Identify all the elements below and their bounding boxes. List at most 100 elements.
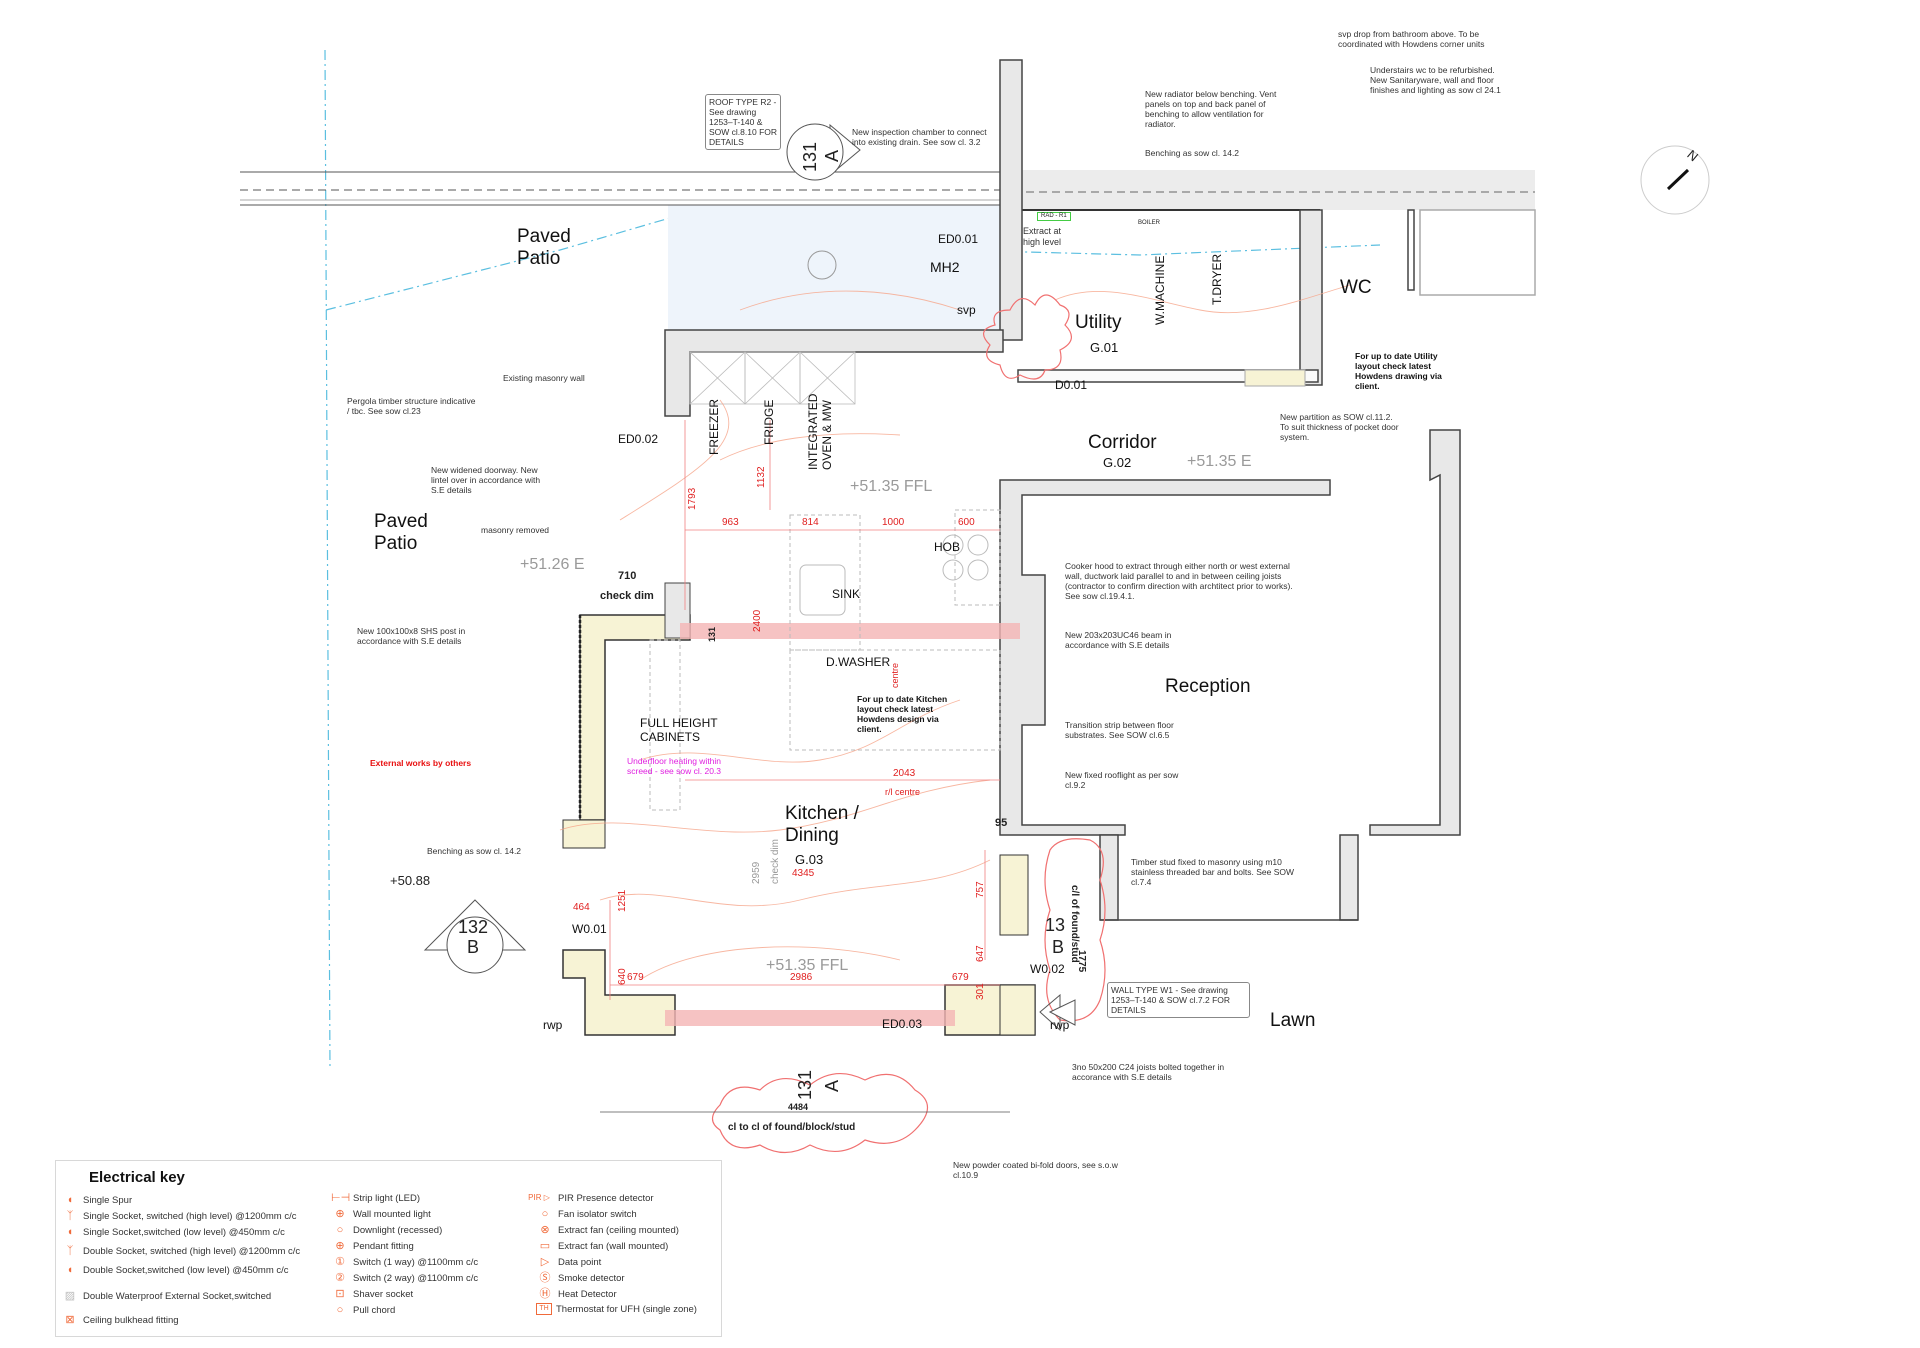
dim-131: 131	[707, 626, 717, 642]
revision-clouds	[711, 294, 1106, 1154]
label-fridge: FRIDGE	[762, 399, 776, 445]
note-ufh: Underfloor heating within screed - see s…	[627, 756, 722, 777]
legend-item: ▭ Extract fan (wall mounted)	[536, 1239, 669, 1253]
dim-2986: 2986	[790, 972, 813, 983]
section-left-number: 132	[458, 917, 489, 937]
thermostat-icon: TH	[536, 1303, 552, 1315]
legend-title: Electrical key	[89, 1169, 185, 1186]
label-tdryer: T.DRYER	[1210, 253, 1224, 305]
dim-301: 301	[975, 983, 986, 1000]
dim-4484: 4484	[788, 1102, 809, 1112]
section-bottom-number: 131	[795, 1069, 815, 1100]
note-bifold: New powder coated bi-fold doors, see s.o…	[953, 1160, 1118, 1181]
note-inspection-chamber: New inspection chamber to connect into e…	[852, 127, 987, 148]
label-wmachine: W.MACHINE	[1153, 255, 1167, 325]
room-kitchen-name: Kitchen / Dining	[785, 803, 859, 847]
dim-757: 757	[975, 881, 986, 898]
label-sink: SINK	[832, 587, 861, 601]
note-external-works: External works by others	[370, 758, 472, 768]
note-masonry-removed: masonry removed	[481, 525, 550, 535]
legend-item: ○Pull chord	[331, 1303, 396, 1317]
tag-ed003: ED0.03	[882, 1017, 923, 1031]
boundary-lines	[240, 171, 1000, 206]
section-right-letter: B	[1052, 937, 1065, 957]
legend-label: Extract fan (wall mounted)	[558, 1240, 669, 1252]
tag-svp: svp	[957, 303, 976, 317]
legend-label: Ceiling bulkhead fitting	[83, 1314, 179, 1326]
dim-check-dim-vertical: check dim	[770, 838, 781, 884]
label-radiator: RAD - R1	[1037, 212, 1071, 222]
tag-ed002: ED0.02	[618, 432, 659, 446]
data-point-icon: ▷	[540, 1256, 550, 1268]
dim-710: 710	[618, 570, 637, 582]
legend-label: Switch (1 way) @1100mm c/c	[353, 1256, 479, 1268]
label-boiler: BOILER	[1138, 220, 1161, 226]
legend-label: Fan isolator switch	[558, 1208, 637, 1220]
wall-light-icon: ⊕	[335, 1208, 345, 1220]
tag-mh2: MH2	[930, 259, 960, 275]
legend-item: ◖Single Spur	[61, 1193, 132, 1207]
legend-item: ◖Double Socket,switched (low level) @450…	[61, 1263, 289, 1277]
dim-1132: 1132	[756, 466, 767, 488]
note-joists: 3no 50x200 C24 joists bolted together in…	[1072, 1062, 1225, 1083]
note-svp-drop: svp drop from bathroom above. To be coor…	[1338, 29, 1485, 50]
legend-item: ⊡Shaver socket	[331, 1287, 413, 1301]
dim-4345: 4345	[792, 868, 815, 879]
switch-1way-icon: ①	[335, 1256, 345, 1268]
room-utility-name: Utility	[1075, 312, 1122, 333]
sink-bowl	[799, 564, 846, 616]
paved-patio-left: Paved Patio	[374, 511, 428, 555]
tag-w001: W0.01	[572, 922, 607, 936]
waterproof-socket-icon: ▨	[64, 1290, 76, 1302]
tall-units	[689, 351, 856, 405]
legend-label: Double Waterproof External Socket,switch…	[83, 1290, 272, 1302]
room-wc-name: WC	[1340, 277, 1372, 298]
manhole-icon	[807, 250, 837, 280]
legend-item: ○Downlight (recessed)	[331, 1223, 443, 1237]
section-top-number: 131	[800, 141, 820, 172]
tag-rwp-right: rwp	[1050, 1018, 1070, 1032]
double-socket-low-icon: ◖	[66, 1264, 74, 1276]
label-freezer: FREEZER	[707, 398, 721, 455]
existing-wall-top	[1000, 170, 1535, 210]
dimension-lines	[609, 420, 1000, 1000]
tag-ed001: ED0.01	[938, 232, 979, 246]
note-transition-strip: Transition strip between floor substrate…	[1065, 720, 1174, 741]
reception-walls	[999, 429, 1461, 921]
downlight-icon: ○	[336, 1224, 344, 1236]
tag-w002: W0.02	[1030, 962, 1065, 976]
note-pergola: Pergola timber structure indicative / tb…	[347, 396, 476, 417]
dim-cl-found-stud: c/l of found/stud	[1069, 885, 1080, 963]
note-rooflight: New fixed rooflight as per sow cl.9.2	[1065, 770, 1179, 791]
dim-647: 647	[975, 945, 986, 962]
section-top-letter: A	[822, 149, 842, 162]
bulkhead-icon: ⊠	[65, 1314, 75, 1326]
label-hob: HOB	[934, 540, 961, 554]
tag-d001: D0.01	[1055, 378, 1088, 392]
note-utility-layout: For up to date Utility layout check late…	[1355, 351, 1442, 392]
room-kitchen-code: G.03	[795, 852, 824, 867]
note-timber-stud: Timber stud fixed to masonry using m10 s…	[1131, 857, 1295, 888]
room-corridor-name: Corridor	[1088, 432, 1157, 453]
dim-check-dim: check dim	[600, 590, 654, 602]
room-corridor-code: G.02	[1103, 455, 1132, 470]
dim-600: 600	[958, 517, 975, 528]
shaver-socket-icon: ⊡	[335, 1288, 345, 1300]
legend-item: PIR ▷PIR Presence detector	[524, 1191, 653, 1205]
legend-item: ① Switch (1 way) @1100mm c/c	[331, 1255, 478, 1269]
note-cooker-hood: Cooker hood to extract through either no…	[1065, 561, 1293, 602]
legend-label: Data point	[558, 1256, 602, 1268]
level-kitchen-top: +51.35 FFL	[850, 478, 933, 495]
note-roof-type: ROOF TYPE R2 - See drawing 1253–T-140 & …	[705, 94, 781, 151]
dim-1000: 1000	[882, 517, 905, 528]
legend-label: Pendant fitting	[353, 1240, 414, 1252]
fan-isolator-icon: ○	[541, 1208, 549, 1220]
double-socket-high-icon: ᛉ	[66, 1245, 74, 1257]
extract-fan-wall-icon: ▭	[539, 1240, 551, 1252]
